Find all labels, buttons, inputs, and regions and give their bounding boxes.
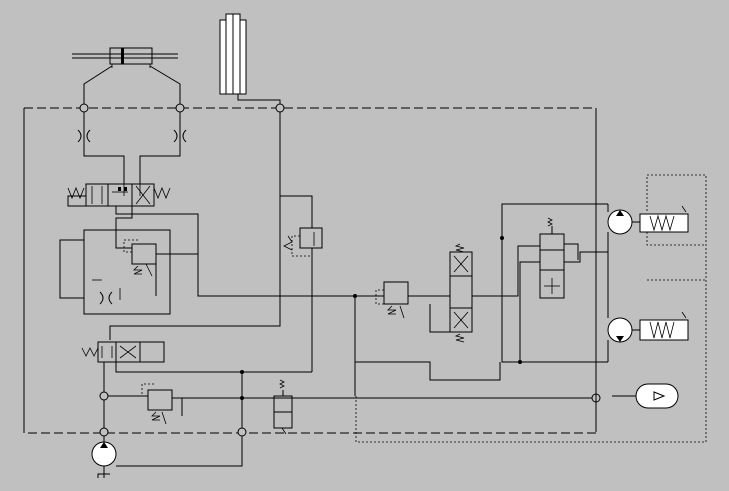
pump-lines <box>99 361 601 467</box>
directional-valve-bottom <box>273 379 293 435</box>
throttle-valve-right <box>173 129 187 143</box>
main-return-line <box>23 108 597 432</box>
directional-valve-center <box>408 243 540 343</box>
main-block-frame <box>23 107 597 434</box>
pump <box>91 441 117 478</box>
pressure-reducing-valve-1 <box>280 195 323 372</box>
motor-subframe <box>355 174 707 443</box>
proportional-directional-valve <box>67 183 355 297</box>
accumulator <box>612 383 679 409</box>
double-acting-cylinder <box>72 47 178 68</box>
pressure-relief-valve <box>141 383 183 425</box>
cylinder-lines <box>79 65 185 196</box>
compensator-module <box>59 206 198 315</box>
directional-valve-lower <box>81 341 312 373</box>
telescopic-cylinder <box>109 13 285 340</box>
brake-valve-block <box>500 203 609 364</box>
throttle-valve-left <box>77 129 91 143</box>
hydraulic-motor-lower <box>607 311 689 343</box>
hydraulic-motor-upper <box>607 205 689 235</box>
pressure-reducing-valve-2 <box>353 281 409 396</box>
